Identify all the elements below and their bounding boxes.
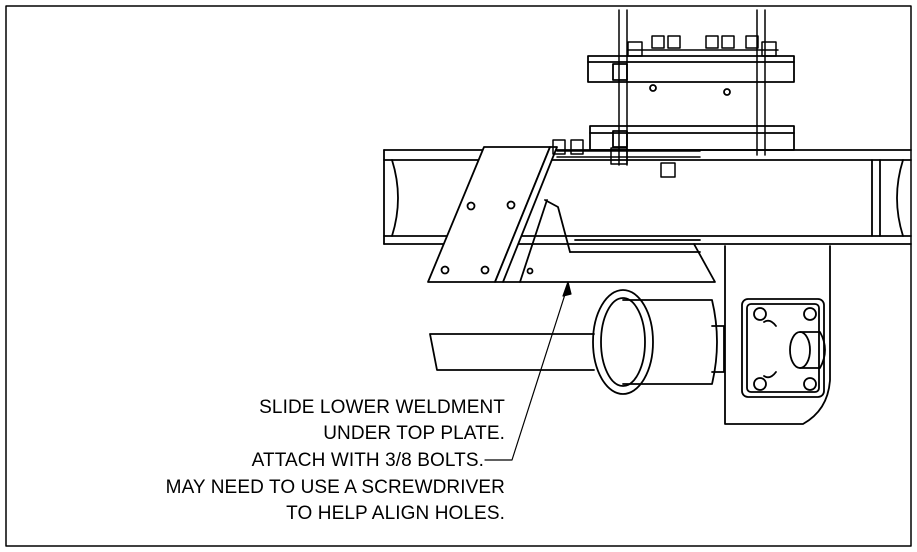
beam-bolts xyxy=(552,139,701,178)
note-line-2: UNDER TOP PLATE. xyxy=(323,423,505,444)
lower-plate xyxy=(589,125,795,151)
upper-plate xyxy=(587,55,795,96)
gusset xyxy=(502,199,716,283)
vertical-posts xyxy=(618,9,766,166)
note-line-4: MAY NEED TO USE A SCREWDRIVER xyxy=(165,477,505,498)
note-line-5: TO HELP ALIGN HOLES. xyxy=(286,503,505,524)
top-bolts xyxy=(627,35,779,57)
wheel-assembly xyxy=(429,289,725,395)
drawing-border xyxy=(5,5,912,547)
lower-weldment xyxy=(427,146,558,283)
mount-plate xyxy=(724,245,831,425)
leader-line xyxy=(484,281,572,461)
note-line-3: ATTACH WITH 3/8 BOLTS. xyxy=(251,450,484,471)
note-line-1: SLIDE LOWER WELDMENT xyxy=(259,397,505,418)
